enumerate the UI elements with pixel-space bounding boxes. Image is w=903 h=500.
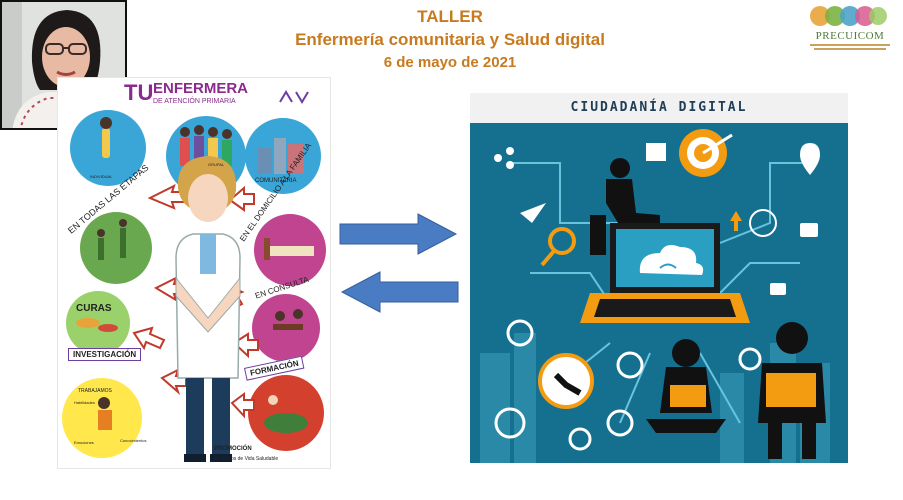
label-promocion: PROMOCIÓN bbox=[214, 446, 252, 452]
poster-title-subtitle: DE ATENCIÓN PRIMARIA bbox=[153, 98, 236, 105]
label-conocimientos: Conocimientos bbox=[120, 438, 147, 443]
arrow-right-icon bbox=[339, 213, 458, 255]
slide-title-date: 6 de mayo de 2021 bbox=[383, 54, 517, 71]
logo-circles-icon bbox=[810, 6, 887, 26]
digital-citizenship-poster: CIUDADANÍA DIGITAL bbox=[470, 93, 848, 463]
label-grupal: GRUPAL bbox=[208, 162, 225, 167]
label-curas: CURAS bbox=[76, 303, 112, 314]
slide-title-taller: TALLER bbox=[417, 7, 483, 26]
label-comunitaria: COMUNITARIA bbox=[255, 178, 297, 184]
label-habilidades: Habilidades bbox=[74, 400, 95, 405]
digital-poster-title: CIUDADANÍA DIGITAL bbox=[570, 100, 748, 115]
logo-wordmark: PRECUICOM bbox=[815, 30, 885, 42]
label-investigacion: INVESTIGACIÓN bbox=[68, 348, 142, 361]
label-trabajamos: TRABAJAMOS bbox=[78, 388, 112, 394]
precuicom-logo: PRECUICOM bbox=[800, 2, 898, 54]
nurse-infographic-art-icon bbox=[62, 88, 326, 462]
label-individual: INDIVIDUAL bbox=[90, 174, 113, 179]
digital-citizenship-art-icon bbox=[470, 123, 848, 463]
slide-title-block: TALLER Enfermería comunitaria y Salud di… bbox=[230, 6, 670, 74]
label-emociones: Emociones bbox=[74, 440, 94, 445]
nurse-infographic-poster: TU ENFERMERA DE ATENCIÓN PRIMARIA INDIVI… bbox=[57, 77, 331, 469]
label-estilos: En Estilos de Vida Saludable bbox=[214, 456, 279, 462]
slide-title-main: Enfermería comunitaria y Salud digital bbox=[295, 30, 605, 49]
logo-subtitle-lines-icon bbox=[810, 44, 890, 50]
digital-poster-header bbox=[470, 93, 848, 123]
poster-title-tu: TU bbox=[124, 80, 154, 105]
arrow-left-icon bbox=[340, 271, 459, 313]
poster-title-enfermera: ENFERMERA bbox=[153, 80, 249, 97]
